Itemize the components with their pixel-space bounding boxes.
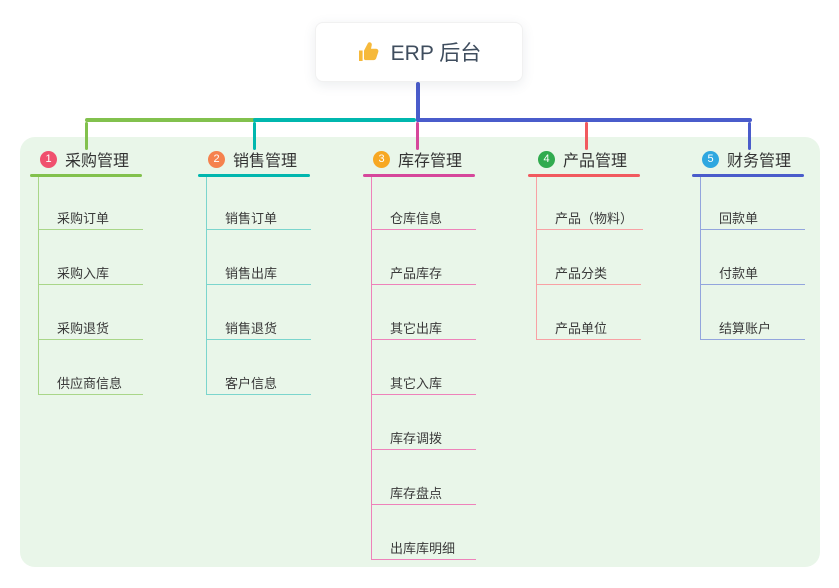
mindmap-item-node[interactable]: 仓库信息	[371, 210, 476, 230]
mindmap-item-node[interactable]: 采购入库	[38, 265, 143, 285]
bus-line-right	[416, 118, 752, 122]
mindmap-item-node[interactable]: 其它入库	[371, 375, 476, 395]
branch-underline	[30, 174, 142, 177]
mindmap-item-node[interactable]: 供应商信息	[38, 375, 143, 395]
branch-drop-line	[85, 122, 88, 150]
mindmap-item-node[interactable]: 其它出库	[371, 320, 476, 340]
branch-number-badge: 2	[208, 150, 225, 168]
branch-label: 产品管理	[563, 153, 628, 170]
branch-number-badge: 1	[40, 150, 57, 168]
mindmap-item-node[interactable]: 销售订单	[206, 210, 311, 230]
mindmap-item-node[interactable]: 产品（物料）	[536, 210, 644, 230]
mindmap-item-node[interactable]: 销售出库	[206, 265, 311, 285]
mindmap-panel	[20, 137, 820, 567]
branch-trunk-line	[38, 177, 39, 394]
mindmap-item-node[interactable]: 结算账户	[700, 320, 805, 340]
branch-label: 销售管理	[233, 153, 298, 170]
root-connector-line	[416, 82, 420, 122]
mindmap-item-node[interactable]: 产品库存	[371, 265, 476, 285]
mindmap-item-node[interactable]: 出库库明细	[371, 540, 476, 560]
mindmap-item-node[interactable]: 回款单	[700, 210, 805, 230]
mindmap-item-node[interactable]: 客户信息	[206, 375, 311, 395]
branch-drop-line	[585, 122, 588, 150]
branch-header[interactable]: 4 产品管理	[538, 148, 627, 170]
branch-label: 财务管理	[727, 153, 792, 170]
bus-line-left	[85, 118, 257, 122]
mindmap-item-node[interactable]: 付款单	[700, 265, 805, 285]
branch-header[interactable]: 3 库存管理	[373, 148, 462, 170]
branch-trunk-line	[371, 177, 372, 559]
branch-trunk-line	[536, 177, 537, 339]
branch-drop-line	[253, 122, 256, 150]
root-node[interactable]: ERP 后台	[315, 22, 523, 82]
branch-label: 库存管理	[398, 153, 463, 170]
thumbs-up-icon	[357, 40, 381, 64]
branch-header[interactable]: 5 财务管理	[702, 148, 791, 170]
branch-trunk-line	[700, 177, 701, 339]
mindmap-item-node[interactable]: 采购订单	[38, 210, 143, 230]
branch-underline	[198, 174, 310, 177]
mindmap-item-node[interactable]: 销售退货	[206, 320, 311, 340]
branch-underline	[363, 174, 475, 177]
branch-underline	[692, 174, 804, 177]
branch-header[interactable]: 1 采购管理	[40, 148, 129, 170]
bus-line-mid	[253, 118, 416, 122]
branch-trunk-line	[206, 177, 207, 394]
branch-label: 采购管理	[65, 153, 130, 170]
mindmap-item-node[interactable]: 库存盘点	[371, 485, 476, 505]
root-title: ERP 后台	[390, 42, 482, 65]
branch-drop-line	[748, 122, 751, 150]
mindmap-item-node[interactable]: 库存调拨	[371, 430, 476, 450]
mindmap-item-node[interactable]: 产品分类	[536, 265, 641, 285]
branch-underline	[528, 174, 640, 177]
branch-number-badge: 5	[702, 150, 719, 168]
branch-drop-line	[416, 122, 419, 150]
branch-number-badge: 3	[373, 150, 390, 168]
mindmap-item-node[interactable]: 产品单位	[536, 320, 641, 340]
branch-number-badge: 4	[538, 150, 555, 168]
mindmap-item-node[interactable]: 采购退货	[38, 320, 143, 340]
branch-header[interactable]: 2 销售管理	[208, 148, 297, 170]
